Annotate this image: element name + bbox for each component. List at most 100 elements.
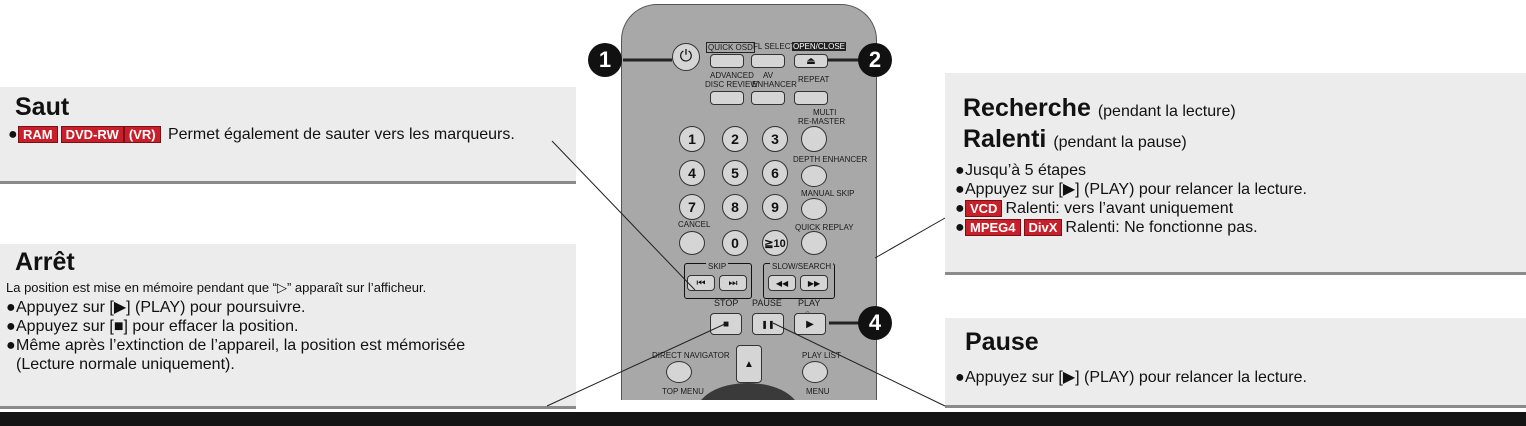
- pause-label: PAUSE: [752, 298, 782, 308]
- divider: [945, 272, 1526, 275]
- tag-dvd-rw: DVD-RW: [60, 126, 124, 143]
- arret-note: La position est mise en mémoire pendant …: [6, 280, 427, 295]
- direct-navigator-label: DIRECT NAVIGATOR: [652, 351, 730, 360]
- callout-1: 1: [588, 43, 622, 77]
- digit-4-button[interactable]: 4: [679, 160, 705, 186]
- recherche-title: Recherche (pendant la lecture): [963, 94, 1236, 122]
- power-button[interactable]: ⏻: [672, 43, 700, 71]
- play-icon: ▶: [806, 318, 814, 330]
- bullet-icon: ●: [6, 337, 16, 354]
- open-close-button[interactable]: ⏏: [794, 54, 828, 68]
- tag-vcd: VCD: [965, 200, 1003, 217]
- remote-control: ⏻ QUICK OSD FL SELECT OPEN/CLOSE ⏏ ADVAN…: [621, 4, 877, 400]
- pause-title: Pause: [965, 328, 1039, 356]
- callout-2: 2: [858, 43, 892, 77]
- fast-forward-icon: ▶▶: [807, 278, 821, 288]
- tag-divx: DivX: [1023, 219, 1063, 236]
- callout-4: 4: [858, 306, 892, 340]
- play-list-button[interactable]: [802, 361, 828, 383]
- skip-next-icon: ⏭: [728, 277, 738, 289]
- av-enhancer-button[interactable]: [751, 91, 785, 105]
- top-menu-label: TOP MENU: [662, 387, 704, 396]
- fl-select-button[interactable]: [751, 54, 785, 68]
- skip-prev-icon: ⏮: [696, 277, 706, 289]
- digit-8-button[interactable]: 8: [722, 194, 748, 220]
- skip-label: SKIP: [706, 262, 729, 271]
- pause-icon: ❚❚: [761, 319, 775, 329]
- direct-navigator-button[interactable]: [666, 361, 692, 383]
- bullet-icon: ●: [955, 369, 965, 386]
- depth-enhancer-button[interactable]: [801, 165, 827, 187]
- list-item: ●Appuyez sur [▶] (PLAY) pour poursuivre.: [6, 299, 306, 316]
- stop-label: STOP: [714, 298, 739, 308]
- list-item: ●Même après l’extinction de l’appareil, …: [6, 337, 466, 373]
- recherche-list: ●Jusqu’à 5 étapes ●Appuyez sur [▶] (PLAY…: [955, 161, 1515, 237]
- remaster-label: RE-MASTER: [798, 117, 846, 126]
- divider: [0, 406, 576, 409]
- bullet-icon: ●: [6, 318, 16, 335]
- multi-label: MULTI: [813, 108, 837, 117]
- ralenti-title: Ralenti (pendant la pause): [963, 125, 1187, 153]
- bullet-icon: ●: [955, 219, 965, 236]
- up-arrow-icon: ▲: [744, 358, 754, 370]
- digit-9-button[interactable]: 9: [762, 194, 788, 220]
- cancel-label: CANCEL: [678, 220, 711, 229]
- fast-forward-button[interactable]: ▶▶: [800, 275, 828, 291]
- digit-5-button[interactable]: 5: [722, 160, 748, 186]
- skip-next-button[interactable]: ⏭: [719, 275, 747, 291]
- rewind-button[interactable]: ◀◀: [768, 275, 796, 291]
- digit-0-button[interactable]: 0: [722, 230, 748, 256]
- leader-line: [874, 217, 946, 259]
- repeat-button[interactable]: [794, 91, 828, 105]
- digit-2-button[interactable]: 2: [722, 126, 748, 152]
- quick-osd-label: QUICK OSD: [706, 42, 755, 53]
- bullet-icon: ●: [955, 162, 965, 179]
- power-icon: ⏻: [679, 48, 693, 65]
- quick-osd-button[interactable]: [710, 54, 744, 68]
- tag-vr: (VR): [123, 126, 161, 143]
- skip-prev-button[interactable]: ⏮: [687, 275, 715, 291]
- list-item: ●Jusqu’à 5 étapes: [955, 162, 1086, 179]
- eject-icon: ⏏: [806, 55, 816, 67]
- enhancer-label: ENHANCER: [752, 80, 797, 89]
- manual-skip-label: MANUAL SKIP: [801, 189, 855, 198]
- menu-label: MENU: [806, 387, 830, 396]
- digit-3-button[interactable]: 3: [762, 126, 788, 152]
- advanced-disc-review-button[interactable]: [710, 91, 744, 105]
- bullet-icon: ●: [6, 299, 16, 316]
- pause-button[interactable]: ❚❚: [752, 313, 784, 335]
- list-item: ●Appuyez sur [■] pour effacer la positio…: [6, 318, 299, 335]
- leader-line: [772, 322, 946, 407]
- digit-6-button[interactable]: 6: [762, 160, 788, 186]
- av-label: AV: [763, 71, 774, 80]
- digit-7-button[interactable]: 7: [679, 194, 705, 220]
- play-list-label: PLAY LIST: [802, 351, 841, 360]
- bottom-bar: [0, 412, 1526, 426]
- quick-replay-button[interactable]: [801, 231, 827, 255]
- quick-replay-label: QUICK REPLAY: [795, 223, 854, 232]
- leader-line: [546, 322, 728, 407]
- tag-mpeg4: MPEG4: [965, 219, 1021, 236]
- arret-panel: Arrêt La position est mise en mémoire pe…: [0, 244, 576, 409]
- pause-item: ●Appuyez sur [▶] (PLAY) pour relancer la…: [955, 369, 1307, 386]
- multi-remaster-button[interactable]: [801, 126, 827, 152]
- advanced-label: ADVANCED: [710, 71, 754, 80]
- play-button[interactable]: ▶: [794, 313, 826, 335]
- pause-panel: Pause ●Appuyez sur [▶] (PLAY) pour relan…: [945, 318, 1526, 408]
- divider: [0, 181, 576, 184]
- rewind-icon: ◀◀: [775, 278, 789, 288]
- recherche-panel: Recherche (pendant la lecture) Ralenti (…: [945, 73, 1526, 275]
- arret-list: ●Appuyez sur [▶] (PLAY) pour poursuivre.…: [6, 298, 506, 374]
- saut-text: Permet également de sauter vers les marq…: [167, 126, 515, 143]
- manual-skip-button[interactable]: [801, 198, 827, 220]
- arret-title: Arrêt: [15, 248, 75, 276]
- list-item: ●Appuyez sur [▶] (PLAY) pour relancer la…: [955, 181, 1307, 198]
- digit-1-button[interactable]: 1: [679, 126, 705, 152]
- ten-plus-button[interactable]: ≧10: [762, 230, 788, 256]
- cancel-button[interactable]: [679, 231, 705, 255]
- up-arrow-button[interactable]: ▲: [736, 345, 762, 383]
